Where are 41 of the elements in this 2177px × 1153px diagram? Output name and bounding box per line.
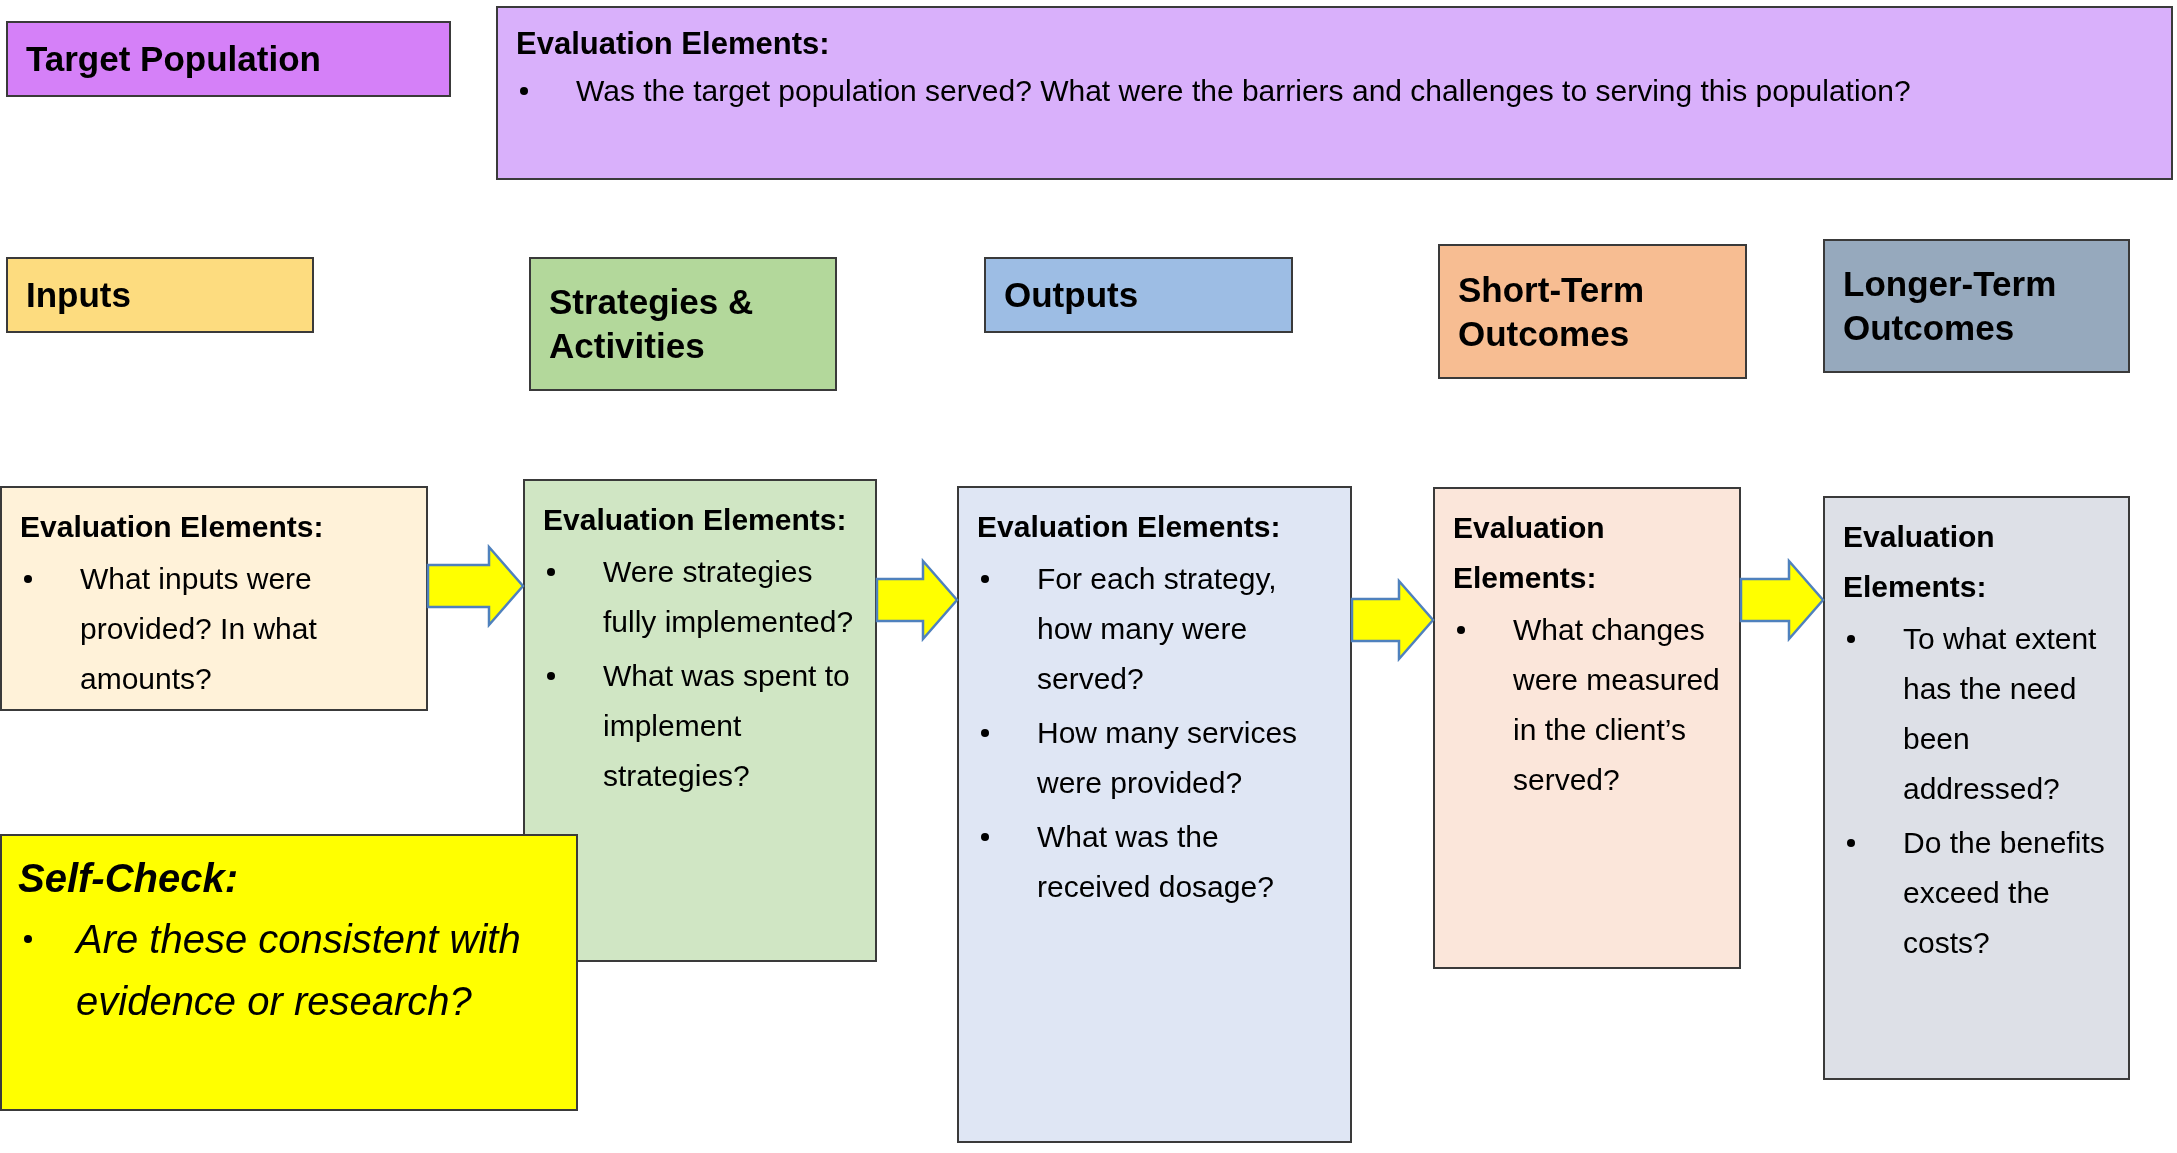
bullet-text: For each strategy, how many were served? [1037, 561, 1278, 697]
category-box [6, 21, 451, 97]
category-heading: Target Population [26, 38, 322, 80]
box-heading: Evaluation Elements: [1453, 510, 1606, 596]
category-box [6, 257, 314, 333]
evaluation-box [0, 486, 428, 711]
bullet-text: Do the benefits exceed the costs? [1903, 825, 2106, 961]
category-box [529, 257, 837, 391]
category-box [984, 257, 1293, 333]
block-arrow [875, 557, 959, 643]
category-heading: Outputs [1004, 274, 1140, 316]
block-arrow [1350, 577, 1435, 663]
box-heading: Evaluation Elements: [977, 509, 1282, 545]
evaluation-box [957, 486, 1352, 1143]
category-heading: Longer-Term Outcomes [1843, 263, 2058, 349]
bullet-text: Were strategies fully implemented? [603, 554, 855, 640]
bullet-text: Was the target population served? What were the barriers and challenges to serving this population? [576, 73, 1911, 109]
block-arrow [1739, 557, 1825, 643]
evaluation-box [1433, 487, 1741, 969]
box-heading: Evaluation Elements: [516, 25, 831, 63]
self-check-box [0, 834, 578, 1111]
bullet-text: What was spent to implement strategies? [603, 658, 851, 794]
evaluation-box [496, 6, 2173, 180]
evaluation-box [1823, 496, 2130, 1080]
box-heading: Evaluation Elements: [1843, 519, 1996, 605]
box-heading: Evaluation Elements: [543, 502, 848, 538]
bullet-text: How many services were provided? [1037, 715, 1299, 801]
block-arrow [426, 543, 525, 629]
bullet-text: To what extent has the need been addressed? [1903, 621, 2098, 807]
category-box [1438, 244, 1747, 379]
category-heading: Inputs [26, 274, 132, 316]
bullet-text: What inputs were provided? In what amounts? [80, 561, 318, 697]
bullet-text: Are these consistent with evidence or research? [76, 916, 522, 1025]
bullet-text: What changes were measured in the client’s served? [1513, 612, 1721, 798]
category-box [1823, 239, 2130, 373]
category-heading: Short-Term Outcomes [1458, 268, 1646, 355]
box-heading: Self-Check: [18, 855, 240, 902]
evaluation-box [523, 479, 877, 962]
box-heading: Evaluation Elements: [20, 509, 325, 545]
bullet-text: What was the received dosage? [1037, 819, 1275, 905]
category-heading: Strategies & Activities [549, 281, 755, 367]
